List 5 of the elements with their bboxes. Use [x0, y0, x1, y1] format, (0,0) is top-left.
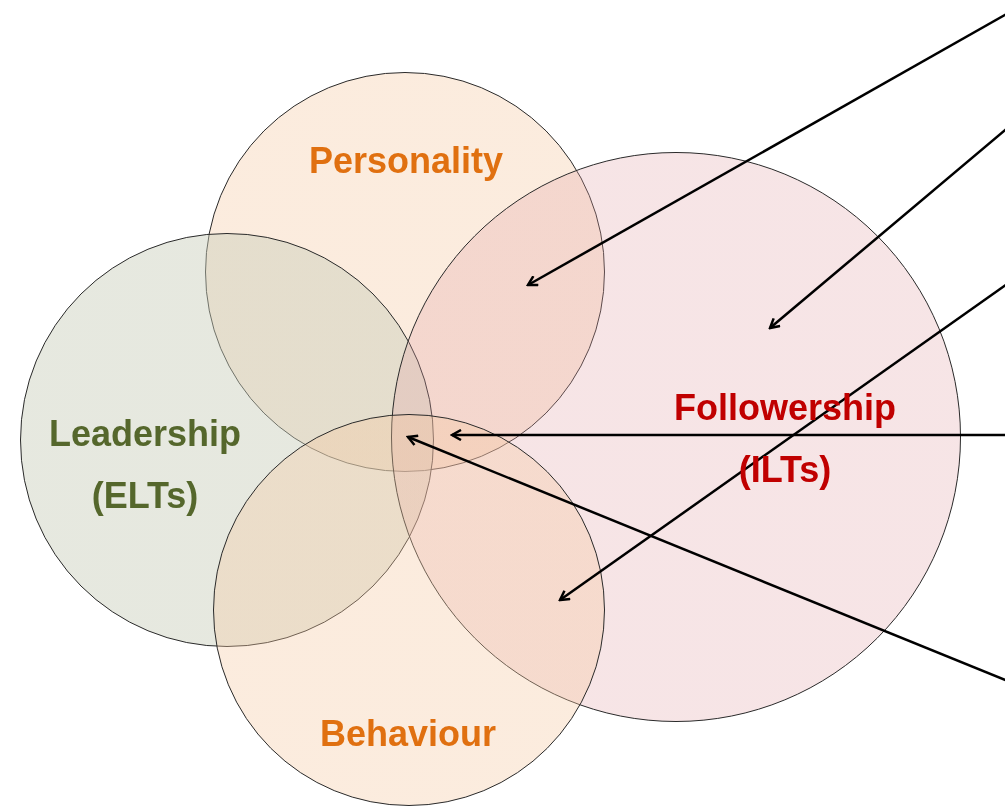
circle-label: Behaviour	[320, 712, 496, 757]
circle-label: Leadership (ELTs)	[47, 412, 243, 518]
arrow	[450, 428, 1005, 442]
arrow	[406, 434, 1005, 684]
circle-label: Personality	[308, 139, 504, 184]
